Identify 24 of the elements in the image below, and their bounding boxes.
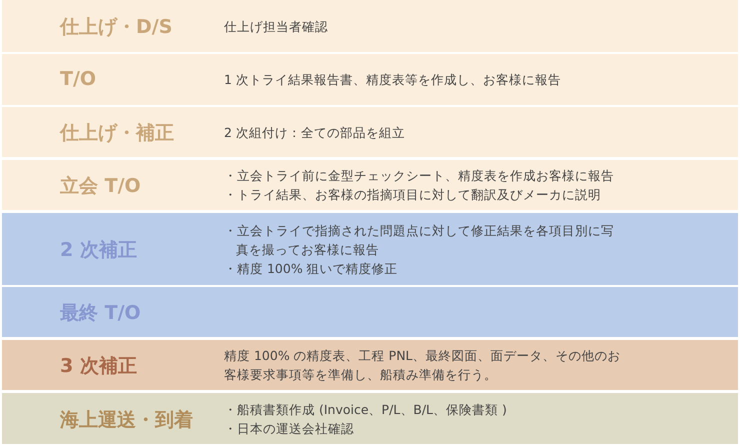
step-name: 仕上げ・D/S bbox=[60, 15, 172, 40]
step-band bbox=[2, 0, 738, 52]
step-band bbox=[2, 340, 738, 390]
step-description: 2 次組付け：全ての部品を組立 bbox=[224, 124, 406, 142]
step-band bbox=[2, 160, 738, 210]
step-band bbox=[2, 213, 738, 285]
step-description: ・トライ結果、お客様の指摘項目に対して翻訳及びメーカに説明 bbox=[224, 186, 602, 204]
step-description: ・立会トライで指摘された問題点に対して修正結果を各項目別に写真を撮ってお客様に報告 bbox=[224, 222, 615, 258]
step-name: 仕上げ・補正 bbox=[60, 121, 174, 146]
step-name: 海上運送・到着 bbox=[60, 408, 193, 432]
step-name: T/O bbox=[60, 68, 96, 90]
step-band bbox=[2, 287, 738, 337]
step-band bbox=[2, 393, 738, 444]
step-description: ・精度 100% 狙いで精度修正 bbox=[224, 260, 399, 278]
step-description: 仕上げ担当者確認 bbox=[224, 18, 329, 36]
step-description: ・船積書類作成 (Invoice、P/L、B/L、保険書類 ) bbox=[224, 400, 508, 418]
step-band bbox=[2, 107, 738, 157]
step-description: 精度 100% の精度表、工程 PNL、最終図面、面データ、その他のお客様要求事項等を準備し、船積み準備を行う。 bbox=[224, 347, 622, 384]
step-name: 立会 T/O bbox=[60, 174, 141, 199]
step-name: 3 次補正 bbox=[60, 354, 137, 379]
step-description: ・日本の運送会社確認 bbox=[224, 420, 355, 438]
step-description: ・立会トライ前に金型チェックシート、精度表を作成お客様に報告 bbox=[224, 167, 615, 185]
step-band bbox=[2, 54, 738, 105]
step-description: 1 次トライ結果報告書、精度表等を作成し、お客様に報告 bbox=[224, 71, 562, 89]
